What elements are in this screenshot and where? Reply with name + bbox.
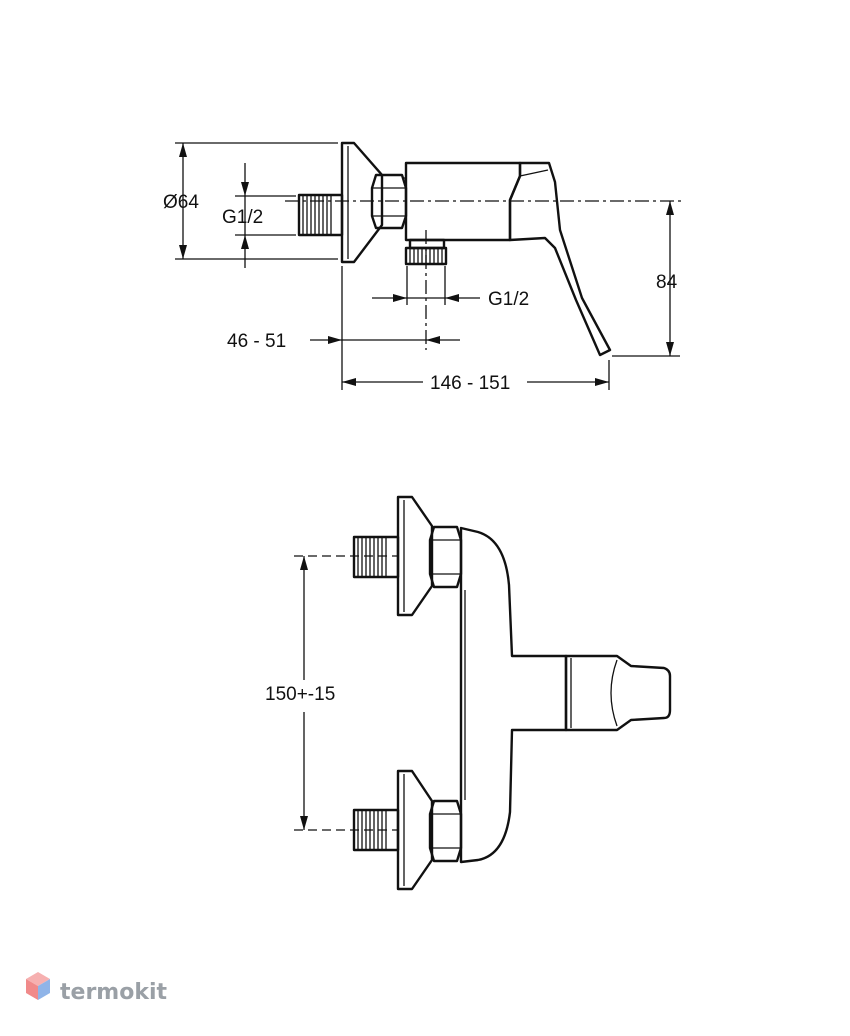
dim-length-label: 146 - 151: [430, 373, 510, 394]
dim-outlet-thread: G1/2: [372, 266, 529, 310]
lever-end-front: [564, 654, 672, 732]
dim-spacing-label: 150+-15: [265, 684, 335, 705]
dim-inlet-thread: G1/2: [222, 163, 296, 268]
lever-handle: [508, 161, 612, 357]
wall-flange: [340, 141, 384, 264]
dim-diameter-label: Ø64: [163, 192, 199, 213]
dim-spacing: 150+-15: [265, 556, 335, 830]
watermark: termokit: [26, 972, 167, 1005]
lower-connector: [352, 808, 400, 852]
dim-outlet-thread-label: G1/2: [488, 289, 529, 310]
upper-flange: [396, 495, 434, 617]
lower-flange: [396, 769, 434, 891]
dim-diameter: Ø64: [163, 142, 338, 260]
mixer-body-front: [459, 526, 568, 864]
upper-connector: [352, 535, 400, 579]
dim-height: 84: [612, 201, 680, 357]
dim-offset: 46 - 51: [227, 266, 460, 390]
front-view: 150+-15: [265, 495, 672, 891]
dim-height-label: 84: [656, 272, 678, 293]
dim-inlet-thread-label: G1/2: [222, 207, 263, 228]
lower-nut: [428, 799, 463, 863]
inlet-connector: [297, 193, 344, 237]
brand-logo-icon: [26, 972, 50, 1000]
side-view: Ø64 G1/2 G1/2 84: [163, 141, 685, 394]
union-nut: [370, 173, 408, 230]
brand-name: termokit: [60, 980, 167, 1005]
dim-length: 146 - 151: [342, 360, 610, 394]
dim-offset-label: 46 - 51: [227, 331, 286, 352]
upper-nut: [428, 525, 463, 589]
